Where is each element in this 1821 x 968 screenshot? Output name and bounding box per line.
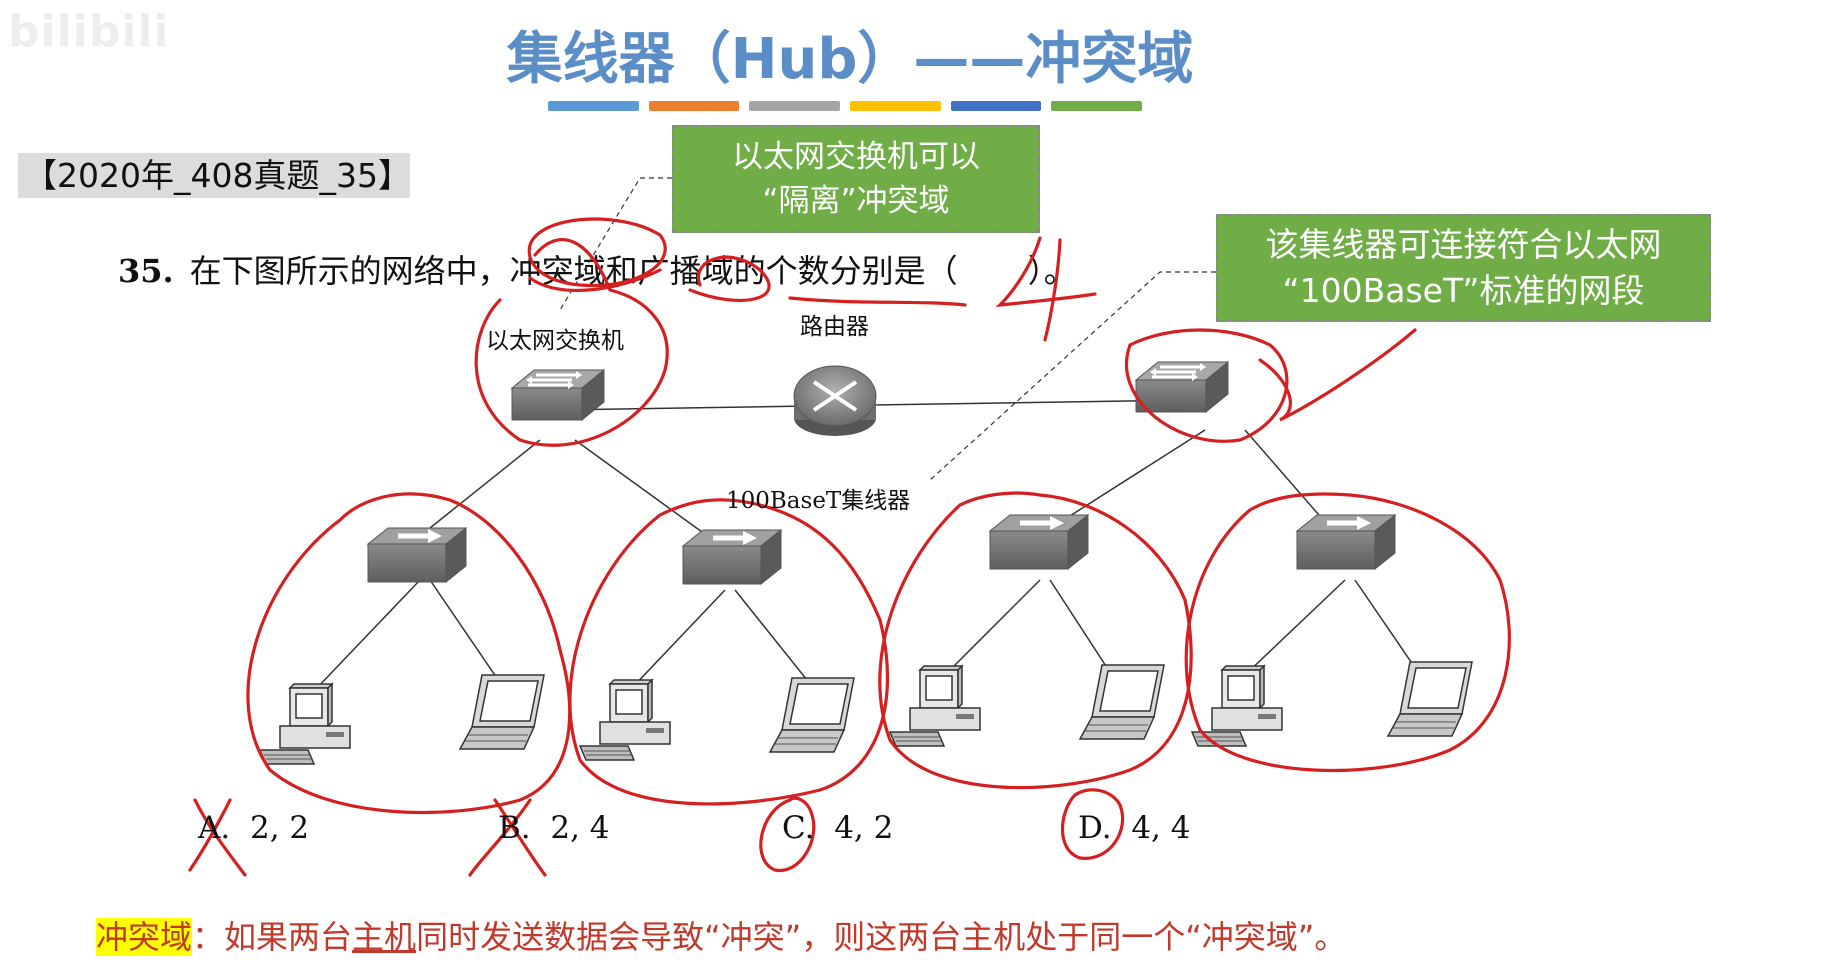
definition-part-1: 如果两台 bbox=[224, 918, 353, 956]
hub-4 bbox=[1297, 515, 1395, 569]
circle-option-d bbox=[1060, 788, 1125, 860]
hub-standard-callout: 该集线器可连接符合以太网 “100BaseT”标准的网段 bbox=[1216, 214, 1711, 322]
circle-right-switch bbox=[1124, 328, 1417, 443]
callout-leaders bbox=[559, 177, 1216, 481]
laptop-4 bbox=[1387, 661, 1473, 737]
hub-2 bbox=[683, 530, 781, 584]
option-d: D. 4, 4 bbox=[1078, 810, 1190, 846]
question-closing: ）。 bbox=[1027, 252, 1076, 290]
laptop-2 bbox=[769, 677, 855, 753]
switch-callout-line-2: “隔离”冲突域 bbox=[762, 183, 950, 219]
circle-domain-2 bbox=[568, 498, 890, 806]
hub-1 bbox=[368, 528, 466, 582]
desktop-computer-2 bbox=[579, 679, 671, 761]
option-d-value: 4, 4 bbox=[1131, 810, 1191, 846]
color-bar-6 bbox=[1051, 101, 1143, 111]
color-bar-2 bbox=[648, 101, 740, 111]
cross-option-b bbox=[468, 798, 547, 877]
option-c-value: 4, 2 bbox=[834, 810, 894, 846]
option-b-letter: B. bbox=[498, 810, 531, 846]
definition-term: 冲突域 bbox=[96, 918, 193, 956]
diagram-links bbox=[314, 399, 1421, 691]
handwritten-4 bbox=[995, 236, 1097, 342]
ethernet-switch-right bbox=[1134, 360, 1230, 414]
option-a: A. 2, 2 bbox=[198, 810, 309, 846]
hub-3 bbox=[990, 515, 1088, 569]
laptop-1 bbox=[459, 674, 545, 750]
title-color-bars bbox=[548, 101, 1143, 111]
color-bar-5 bbox=[950, 101, 1042, 111]
definition-underlined-host: 主机 bbox=[352, 918, 417, 956]
hub-callout-line-1: 该集线器可连接符合以太网 bbox=[1265, 225, 1662, 264]
circle-domain-4 bbox=[1184, 492, 1511, 773]
switch-label: 以太网交换机 bbox=[486, 328, 624, 354]
option-a-letter: A. bbox=[198, 810, 231, 846]
cross-option-a bbox=[188, 798, 247, 877]
slide-title: 集线器（Hub）——冲突域 bbox=[506, 27, 1194, 92]
color-bar-3 bbox=[749, 101, 841, 111]
collision-domain-definition: 冲突域：如果两台主机同时发送数据会导致“冲突”，则这两台主机处于同一个“冲突域”… bbox=[96, 912, 1346, 958]
ethernet-switch-left bbox=[510, 368, 606, 422]
hub-label: 100BaseT集线器 bbox=[726, 488, 910, 514]
definition-part-2: 同时发送数据会导致“冲突”，则这两台主机处于同一个“冲突域”。 bbox=[416, 918, 1347, 956]
handwritten-annotations bbox=[188, 217, 1511, 877]
circle-domain-1 bbox=[246, 492, 572, 815]
option-c-letter: C. bbox=[782, 810, 815, 846]
router-icon bbox=[793, 365, 877, 436]
question-number: 35. bbox=[118, 252, 174, 290]
hub-callout-line-2: “100BaseT”标准的网段 bbox=[1282, 271, 1645, 310]
option-d-letter: D. bbox=[1078, 810, 1112, 846]
switch-callout-line-1: 以太网交换机可以 bbox=[732, 139, 980, 175]
desktop-computer-3 bbox=[889, 665, 981, 747]
option-a-value: 2, 2 bbox=[249, 810, 310, 846]
option-b: B. 2, 4 bbox=[498, 810, 610, 846]
circle-collision-domain bbox=[527, 217, 667, 288]
router-label: 路由器 bbox=[800, 314, 869, 340]
underline-broadcast-domain bbox=[688, 255, 771, 302]
option-c: C. 4, 2 bbox=[782, 810, 893, 846]
circle-option-c bbox=[759, 796, 816, 872]
exam-tag: 【2020年_408真题_35】 bbox=[18, 153, 411, 198]
underline-count bbox=[788, 296, 967, 307]
color-bar-1 bbox=[548, 101, 639, 111]
desktop-computer-1 bbox=[259, 683, 351, 765]
bilibili-watermark: bilibili bbox=[8, 6, 170, 57]
definition-separator: ： bbox=[192, 918, 225, 956]
underline-collision-domain bbox=[528, 268, 662, 293]
laptop-3 bbox=[1079, 664, 1165, 740]
circle-domain-3 bbox=[878, 491, 1193, 790]
color-bar-4 bbox=[850, 101, 941, 111]
option-b-value: 2, 4 bbox=[550, 810, 610, 846]
circle-left-switch bbox=[474, 238, 669, 447]
switch-isolation-callout: 以太网交换机可以 “隔离”冲突域 bbox=[672, 125, 1040, 233]
